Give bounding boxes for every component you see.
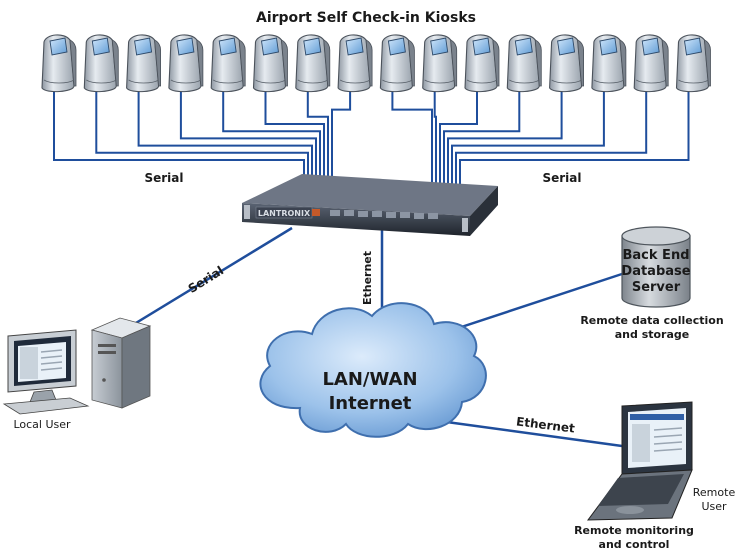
serial-wire [331, 92, 352, 178]
serial-wire [53, 92, 305, 178]
lan-wan-cloud: LAN/WAN Internet [259, 302, 487, 438]
kiosk [506, 34, 542, 93]
kiosk [252, 34, 288, 93]
serial-wire [439, 92, 478, 190]
serial-wire [459, 92, 690, 190]
serial-wire [222, 92, 321, 178]
serial-wire [391, 92, 433, 190]
kiosk [295, 34, 331, 93]
serial-wire [306, 92, 329, 178]
serial-label-left: Serial [144, 171, 183, 185]
remote-user-label-line2: User [701, 500, 727, 513]
kiosk [126, 34, 161, 93]
serial-wire [455, 92, 648, 190]
database-label-line2: Database [621, 264, 690, 279]
remote-user-laptop: Remote User Remote monitoring and contro… [574, 401, 736, 551]
kiosk [675, 34, 711, 93]
serial-label-local: Serial [186, 263, 227, 296]
serial-wire [179, 92, 317, 178]
kiosk [83, 34, 119, 93]
serial-wire [137, 92, 313, 178]
serial-wire [95, 92, 309, 178]
serial-wiring [53, 92, 690, 190]
database-label-line1: Back End [623, 248, 690, 263]
device-server: LANTRONIX [242, 174, 498, 236]
serial-wire [443, 92, 521, 190]
ethernet-label-vertical: Ethernet [361, 251, 374, 305]
kiosk-row [41, 34, 711, 93]
serial-wire [447, 92, 563, 190]
database-caption-line2: and storage [615, 328, 690, 341]
remote-caption-line2: and control [599, 538, 670, 551]
kiosk [337, 34, 373, 93]
serial-wire [264, 92, 325, 178]
diagram-title: Airport Self Check-in Kiosks [256, 10, 476, 26]
serial-wire [451, 92, 605, 190]
serial-label-right: Serial [542, 171, 581, 185]
remote-caption-line1: Remote monitoring [574, 524, 694, 537]
remote-user-label-line1: Remote [693, 486, 736, 499]
kiosk [591, 34, 627, 93]
kiosk [210, 34, 246, 93]
kiosk [633, 34, 669, 93]
cloud-label-line2: Internet [329, 393, 412, 414]
ethernet-link-remote [431, 418, 623, 448]
database-server: Back End Database Server Remote data col… [580, 226, 724, 341]
kiosk [549, 34, 584, 93]
serial-wire [433, 92, 437, 190]
cloud-label-line1: LAN/WAN [322, 369, 417, 390]
kiosk [464, 34, 500, 93]
kiosk [41, 34, 77, 93]
database-label-line3: Server [632, 280, 681, 295]
local-user-computer: Local User [2, 317, 152, 431]
serial-link-local [107, 226, 293, 342]
database-caption-line1: Remote data collection [580, 314, 723, 327]
kiosk [379, 34, 415, 93]
kiosk [168, 34, 204, 93]
device-brand-label: LANTRONIX [258, 209, 311, 218]
local-user-label: Local User [13, 418, 71, 431]
kiosk [422, 34, 458, 93]
